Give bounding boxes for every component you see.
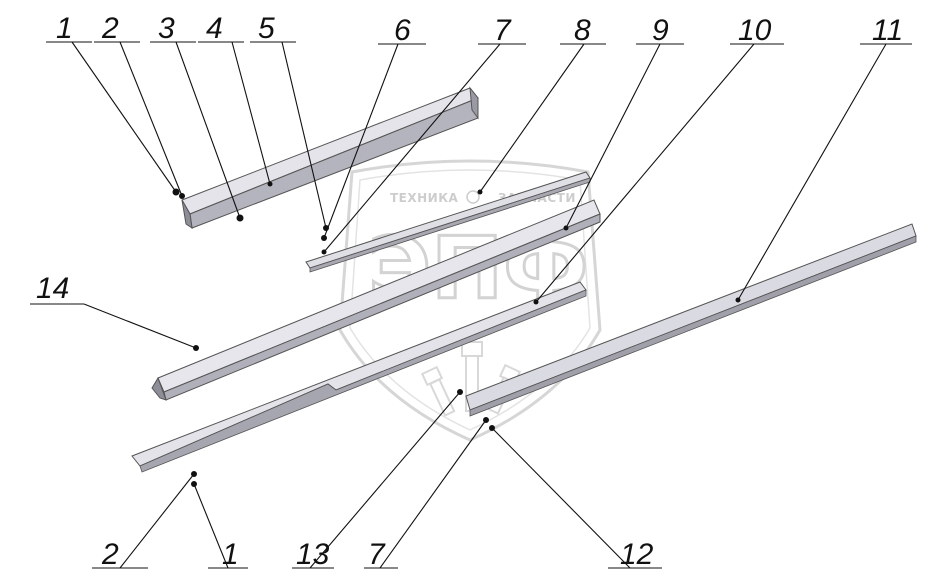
leader-lines xyxy=(30,41,912,569)
callout-12: 12 xyxy=(620,538,654,571)
callout-9: 9 xyxy=(652,14,669,47)
callout-1: 1 xyxy=(56,12,73,45)
part-angle-bracket-4 xyxy=(181,86,479,230)
callout-7-bottom: 7 xyxy=(368,538,386,571)
callout-8: 8 xyxy=(574,14,591,47)
part-angle-rail-9 xyxy=(151,199,601,401)
callout-10: 10 xyxy=(738,14,772,47)
callout-13: 13 xyxy=(296,538,330,571)
callout-14: 14 xyxy=(36,272,69,305)
callout-4: 4 xyxy=(206,12,223,45)
part-long-bar-11 xyxy=(465,223,917,417)
callout-11: 11 xyxy=(872,14,903,47)
callout-2: 2 xyxy=(101,12,119,45)
callout-3: 3 xyxy=(158,12,175,45)
callout-7: 7 xyxy=(494,14,512,47)
callout-1-bottom: 1 xyxy=(222,538,239,571)
callout-labels: 1 2 3 4 5 6 7 8 9 10 11 14 2 1 13 7 12 xyxy=(36,12,903,571)
callout-2-bottom: 2 xyxy=(101,538,119,571)
watermark-gear-icon xyxy=(466,190,480,204)
callout-6: 6 xyxy=(394,14,411,47)
leader-endpoints xyxy=(267,181,741,305)
callout-5: 5 xyxy=(258,12,275,45)
watermark-caption-left: ТЕХНИКА xyxy=(390,191,459,205)
part-flat-plate-10 xyxy=(131,281,587,473)
